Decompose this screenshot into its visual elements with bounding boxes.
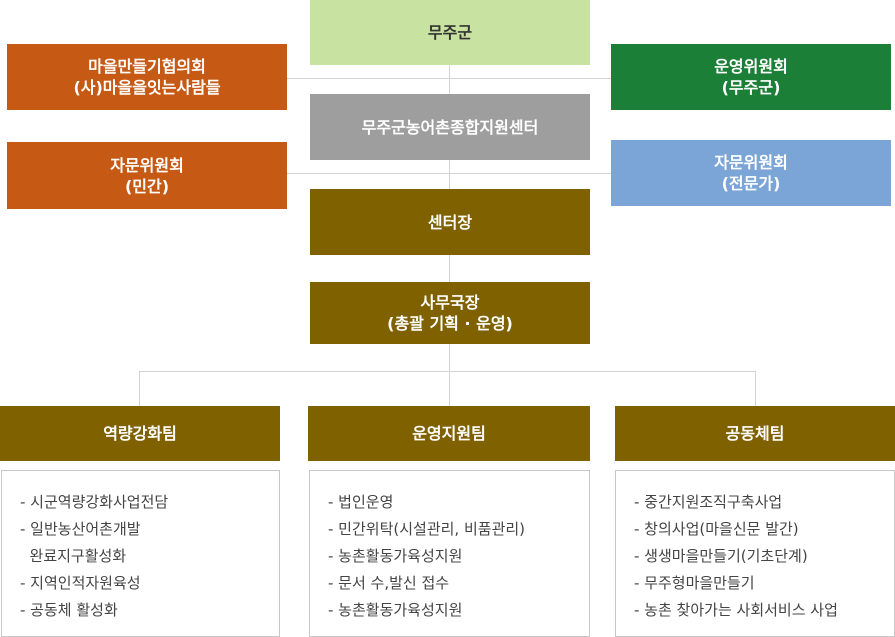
operations-committee-line2: (무주군) (721, 78, 781, 97)
council-line1: 마을만들기협의회 (88, 57, 206, 76)
team-tasks-capacity: - 시군역량강화사업전담 - 일반농산어촌개발 완료지구활성화 - 지역인적자원… (1, 470, 280, 637)
task-item: - 농촌 찾아가는 사회서비스 사업 (634, 601, 838, 619)
director-node: 센터장 (310, 189, 590, 255)
team-name: 운영지원팀 (412, 424, 486, 443)
secretary-line2: (총괄 기획 · 운영) (387, 314, 513, 333)
support-center-node: 무주군농어촌종합지원센터 (310, 94, 590, 160)
team-header-capacity: 역량강화팀 (0, 406, 280, 461)
top-node-muju-county: 무주군 (310, 0, 590, 65)
task-item: - 시군역량강화사업전담 (20, 493, 169, 511)
task-item: - 중간지원조직구축사업 (634, 493, 783, 511)
task-item: - 농촌활동가육성지원 (328, 547, 463, 565)
team-header-community: 공동체팀 (615, 406, 895, 461)
advisory-private-line2: (민간) (124, 176, 170, 196)
connector-team-horizontal (139, 371, 755, 372)
team-name: 공동체팀 (725, 424, 785, 443)
team-tasks-community: - 중간지원조직구축사업 - 창의사업(마을신문 발간) - 생생마을만들기(기… (615, 470, 895, 637)
task-item: - 창의사업(마을신문 발간) (634, 520, 799, 538)
task-item: 완료지구활성화 (20, 547, 127, 565)
secretary-general-node: 사무국장 (총괄 기획 · 운영) (310, 282, 590, 344)
connector-lower-horizontal (287, 173, 611, 174)
secretary-line1: 사무국장 (420, 293, 480, 312)
advisory-expert-line1: 자문위원회 (714, 153, 788, 172)
task-item: - 법인운영 (328, 493, 394, 511)
connector-team2-drop (449, 371, 450, 406)
task-list: - 중간지원조직구축사업 - 창의사업(마을신문 발간) - 생생마을만들기(기… (634, 489, 894, 624)
team-header-operations: 운영지원팀 (308, 406, 590, 461)
council-line2: (사)마을을잇는사람들 (73, 78, 221, 97)
task-item: - 무주형마을만들기 (634, 574, 755, 592)
advisory-expert-line2: (전문가) (721, 174, 781, 193)
director-label: 센터장 (427, 212, 473, 232)
task-list: - 시군역량강화사업전담 - 일반농산어촌개발 완료지구활성화 - 지역인적자원… (20, 489, 279, 624)
task-item: - 공동체 활성화 (20, 601, 118, 619)
support-center-label: 무주군농어촌종합지원센터 (361, 117, 539, 137)
task-item: - 생생마을만들기(기초단계) (634, 547, 808, 565)
task-item: - 지역인적자원육성 (20, 574, 141, 592)
advisory-private-node: 자문위원회 (민간) (7, 142, 287, 209)
connector-team3-drop (755, 371, 756, 406)
team-name: 역량강화팀 (103, 424, 177, 443)
task-item: - 민간위탁(시설관리, 비품관리) (328, 520, 526, 538)
advisory-private-line1: 자문위원회 (110, 155, 184, 175)
operations-committee-line1: 운영위원회 (714, 57, 788, 76)
team-tasks-operations: - 법인운영 - 민간위탁(시설관리, 비품관리) - 농촌활동가육성지원 - … (309, 470, 590, 637)
council-node: 마을만들기협의회 (사)마을을잇는사람들 (7, 44, 287, 110)
connector-team1-drop (139, 371, 140, 406)
operations-committee-node: 운영위원회 (무주군) (611, 44, 891, 110)
task-item: - 문서 수,발신 접수 (328, 574, 450, 592)
connector-upper-horizontal (287, 78, 611, 79)
advisory-expert-node: 자문위원회 (전문가) (611, 140, 891, 206)
task-item: - 일반농산어촌개발 (20, 520, 141, 538)
task-list: - 법인운영 - 민간위탁(시설관리, 비품관리) - 농촌활동가육성지원 - … (328, 489, 589, 624)
top-node-label: 무주군 (427, 23, 473, 42)
task-item: - 농촌활동가육성지원 (328, 601, 463, 619)
